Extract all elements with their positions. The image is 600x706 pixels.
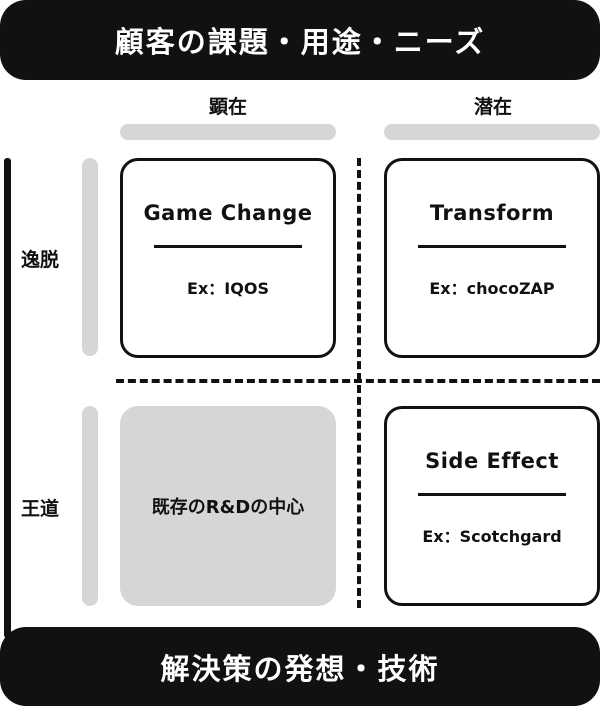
column-header-latent: 潜在: [473, 96, 512, 118]
quadrant-title: Side Effect: [425, 449, 559, 473]
column-header-manifest: 顕在: [208, 96, 247, 118]
top-banner-customer-needs: 顧客の課題・用途・ニーズ: [0, 0, 600, 80]
row-pill-bottom: [82, 406, 98, 606]
quadrant-example: Ex：Scotchgard: [422, 527, 562, 546]
quadrant-game-change: Game Change Ex：IQOS: [120, 158, 336, 358]
quadrant-existing-rnd: 既存のR&Dの中心: [120, 406, 336, 606]
bottom-banner-solution-technology: 解決策の発想・技術: [0, 627, 600, 706]
quadrant-divider: [418, 245, 566, 248]
vertical-dashed-divider: [357, 158, 361, 608]
quadrant-example: Ex：chocoZAP: [429, 279, 555, 298]
vertical-axis-bar: [4, 158, 11, 638]
quadrant-divider: [418, 493, 566, 496]
column-pill-left: [120, 124, 336, 140]
quadrant-title: 既存のR&Dの中心: [151, 497, 305, 518]
bottom-banner-title: 解決策の発想・技術: [160, 651, 440, 686]
row-header-orthodox: 王道: [20, 498, 59, 520]
horizontal-dashed-divider: [116, 379, 600, 383]
quadrant-title: Transform: [429, 201, 555, 225]
top-banner-title: 顧客の課題・用途・ニーズ: [114, 25, 486, 59]
quadrant-divider: [154, 245, 302, 248]
quadrant-example: Ex：IQOS: [187, 279, 269, 298]
quadrant-transform: Transform Ex：chocoZAP: [384, 158, 600, 358]
row-header-deviation: 逸脱: [20, 249, 59, 271]
quadrant-side-effect: Side Effect Ex：Scotchgard: [384, 406, 600, 606]
quadrant-title: Game Change: [143, 201, 313, 225]
row-pill-top: [82, 158, 98, 356]
column-pill-right: [384, 124, 600, 140]
